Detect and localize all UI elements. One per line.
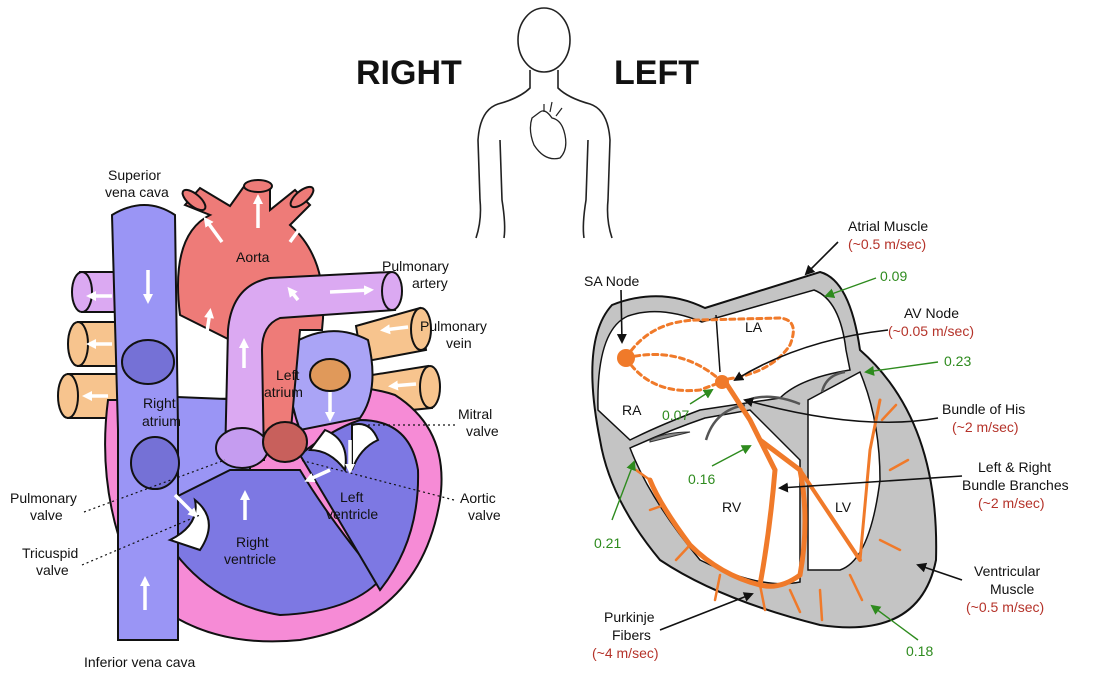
speed-av-node: (~0.05 m/sec): [888, 323, 974, 339]
pulmonary-vein-opening: [310, 359, 350, 391]
label-atrial-muscle: Atrial Muscle: [848, 218, 928, 234]
mini-heart-icon: [530, 111, 565, 159]
label-aortic-valve-1: Aortic: [460, 490, 496, 506]
label-pulmonary-valve-1: Pulmonary: [10, 490, 77, 506]
speed-ventricular-muscle: (~0.5 m/sec): [966, 599, 1044, 615]
av-node-dot: [715, 375, 729, 389]
label-tricuspid-valve-1: Tricuspid: [22, 545, 78, 561]
sa-node-dot: [617, 349, 635, 367]
label-right-atrium-1: Right: [143, 395, 176, 411]
time-av-node-right: 0.23: [944, 353, 971, 369]
aortic-valve-shape: [263, 422, 307, 462]
time-bundle-his: 0.16: [688, 471, 715, 487]
label-tricuspid-valve-2: valve: [36, 562, 69, 578]
label-av-node: AV Node: [904, 305, 959, 321]
label-right-atrium-2: atrium: [142, 413, 181, 429]
label-left-ventricle-2: ventricle: [326, 506, 378, 522]
time-av-node: 0.07: [662, 407, 689, 423]
label-pulmonary-valve-2: valve: [30, 507, 63, 523]
left-heading: LEFT: [614, 54, 699, 92]
label-pulmonary-vein-2: vein: [446, 335, 472, 351]
chamber-rv: RV: [722, 499, 742, 515]
speed-bundle-his: (~2 m/sec): [952, 419, 1019, 435]
anatomical-heart: Superior vena cava Aorta Pulmonary arter…: [10, 167, 501, 670]
conduction-system: LA RA RV LV Atrial Muscle (~0.5 m/sec) 0…: [584, 218, 1069, 661]
speed-purkinje: (~4 m/sec): [592, 645, 659, 661]
label-mitral-valve-2: valve: [466, 423, 499, 439]
chamber-lv: LV: [835, 499, 852, 515]
time-atrial-muscle: 0.09: [880, 268, 907, 284]
label-mitral-valve-1: Mitral: [458, 406, 492, 422]
label-sa-node: SA Node: [584, 273, 639, 289]
speed-atrial-muscle: (~0.5 m/sec): [848, 236, 926, 252]
body-silhouette: [476, 8, 612, 238]
label-inferior-vena-cava: Inferior vena cava: [84, 654, 195, 670]
label-ventricular-muscle-2: Muscle: [990, 581, 1035, 597]
speed-bundle-branches: (~2 m/sec): [978, 495, 1045, 511]
label-bundle-branches-2: Bundle Branches: [962, 477, 1069, 493]
label-superior-vena-cava-2: vena cava: [105, 184, 169, 200]
pulmonary-valve-shape: [216, 428, 268, 468]
label-purkinje-2: Fibers: [612, 627, 651, 643]
label-pulmonary-artery-1: Pulmonary: [382, 258, 449, 274]
label-left-atrium-2: atrium: [264, 384, 303, 400]
time-ventricular: 0.18: [906, 643, 933, 659]
chamber-la: LA: [745, 319, 763, 335]
label-superior-vena-cava-1: Superior: [108, 167, 161, 183]
label-ventricular-muscle-1: Ventricular: [974, 563, 1040, 579]
label-pulmonary-vein-1: Pulmonary: [420, 318, 487, 334]
label-pulmonary-artery-2: artery: [412, 275, 448, 291]
label-left-ventricle-1: Left: [340, 489, 363, 505]
label-purkinje-1: Purkinje: [604, 609, 655, 625]
label-aorta: Aorta: [236, 249, 270, 265]
time-atria-muscle-left: 0.21: [594, 535, 621, 551]
label-left-atrium-1: Left: [276, 367, 299, 383]
label-aortic-valve-2: valve: [468, 507, 501, 523]
chamber-ra: RA: [622, 402, 642, 418]
label-right-ventricle-2: ventricle: [224, 551, 276, 567]
label-bundle-branches-1: Left & Right: [978, 459, 1051, 475]
label-right-ventricle-1: Right: [236, 534, 269, 550]
label-bundle-his: Bundle of His: [942, 401, 1025, 417]
right-heading: RIGHT: [356, 54, 462, 92]
